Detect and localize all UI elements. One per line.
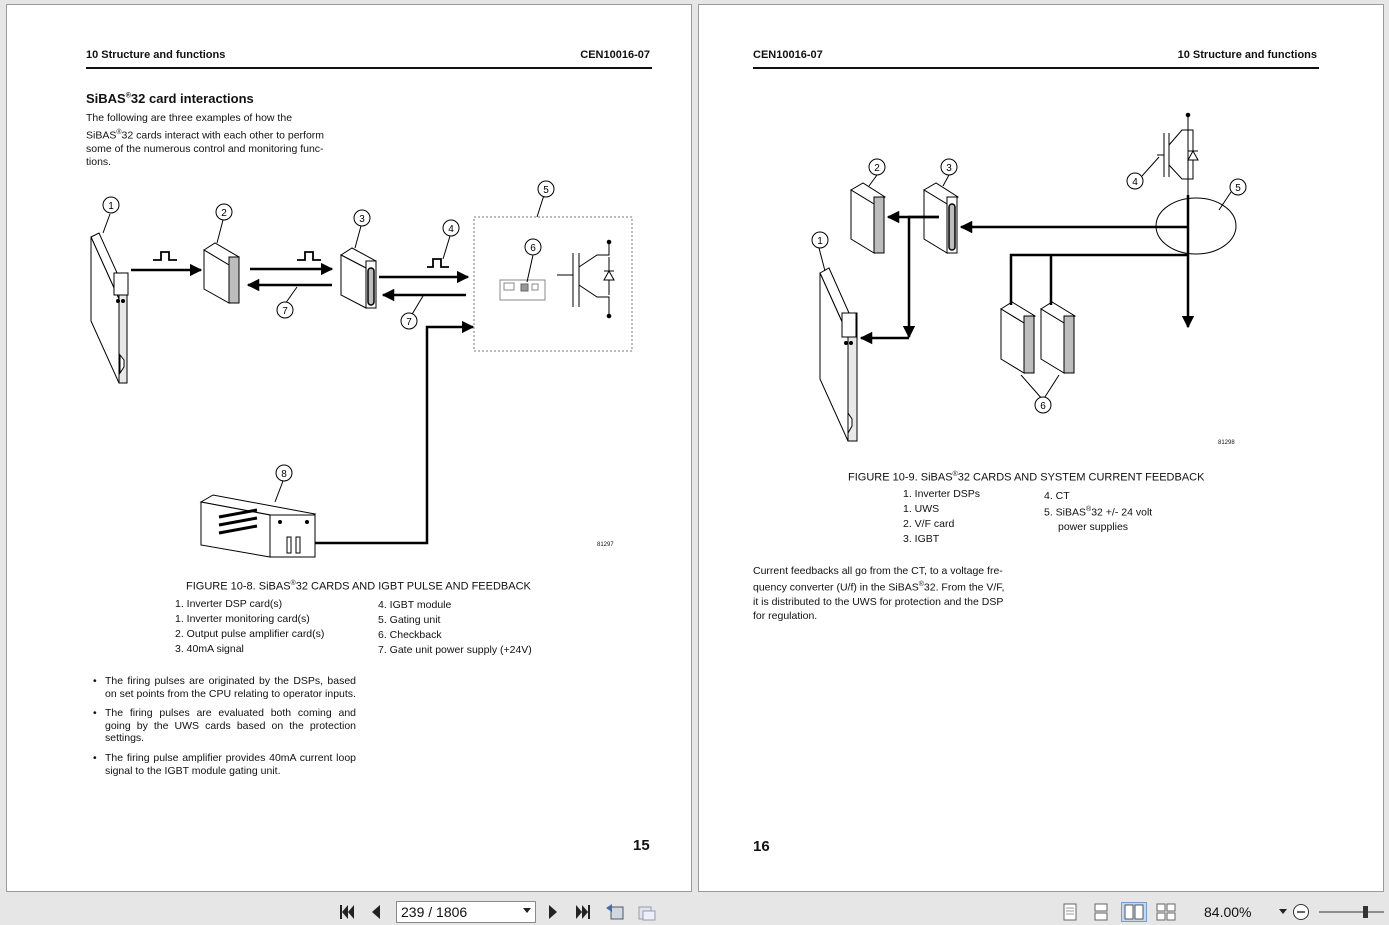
figure-caption: FIGURE 10-9. SiBAS®32 CARDS AND SYSTEM C… xyxy=(848,471,1205,484)
figure-10-8-diagram: 1 2 3 4 5 6 7 7 8 xyxy=(90,180,633,558)
figure-10-9-diagram: 1 2 3 4 5 6 xyxy=(811,112,1247,442)
callout-7a: 7 xyxy=(282,306,288,317)
callout-1: 1 xyxy=(108,201,114,212)
legend-column-1: 1. Inverter DSPs 1. UWS 2. V/F card 3. I… xyxy=(903,488,981,545)
figure-code: 81297 xyxy=(597,542,614,548)
callout-6: 6 xyxy=(530,243,536,254)
previous-view-icon xyxy=(606,904,624,920)
page-number: 15 xyxy=(633,837,650,854)
intro-paragraph: The following are three examples of how … xyxy=(86,112,325,168)
zoom-out-icon xyxy=(1293,904,1309,920)
figure-code: 81298 xyxy=(1218,440,1235,446)
zoom-slider-track xyxy=(1319,906,1384,918)
power-supply-illustration xyxy=(1000,301,1076,374)
continuous-view-button[interactable] xyxy=(1091,902,1111,922)
continuous-page-icon xyxy=(1094,903,1108,921)
zoom-out-button[interactable] xyxy=(1291,902,1311,922)
legend-column-2: 4. IGBT module 5. Gating unit 6. Checkba… xyxy=(378,599,532,656)
dsp-card-illustration xyxy=(90,232,129,384)
callout-2: 2 xyxy=(221,208,227,219)
first-page-button[interactable] xyxy=(336,902,358,922)
previous-view-button[interactable] xyxy=(604,902,626,922)
bullet-item: The firing pulses are evaluated both com… xyxy=(93,707,356,745)
facing-pages-view-button[interactable] xyxy=(1121,902,1147,922)
continuous-facing-view-button[interactable] xyxy=(1155,902,1177,922)
callout-5: 5 xyxy=(543,185,549,196)
continuous-facing-icon xyxy=(1156,903,1176,921)
bullet-item: The firing pulse amplifier provides 40mA… xyxy=(93,752,356,777)
next-view-button[interactable] xyxy=(636,902,658,922)
last-page-button[interactable] xyxy=(572,902,594,922)
zoom-slider-handle xyxy=(1363,906,1368,918)
doc-code-header: CEN10016-07 xyxy=(580,49,650,61)
bullet-list: The firing pulses are originated by the … xyxy=(93,675,356,784)
section-title: SiBAS®32 card interactions xyxy=(86,91,254,106)
next-view-icon xyxy=(638,906,656,921)
page-number-input[interactable]: 239 / 1806 xyxy=(396,901,536,923)
uws-card-illustration xyxy=(203,242,240,304)
callout-5: 5 xyxy=(1235,183,1241,194)
doc-code-header: CEN10016-07 xyxy=(753,49,823,61)
igbt-card-illustration xyxy=(923,182,959,254)
previous-page-icon xyxy=(372,905,380,919)
last-page-icon xyxy=(576,905,590,919)
callout-6: 6 xyxy=(1040,401,1046,412)
pdf-page-right: CEN10016-07 10 Structure and functions xyxy=(698,4,1384,892)
zoom-level[interactable]: 84.00% xyxy=(1204,904,1252,920)
facing-pages-icon xyxy=(1124,904,1144,920)
header-rule xyxy=(753,67,1319,69)
chevron-down-icon[interactable] xyxy=(1279,909,1287,914)
callout-3: 3 xyxy=(946,163,952,174)
next-page-icon xyxy=(549,905,557,919)
gating-unit-box xyxy=(473,216,633,352)
power-supply-illustration xyxy=(199,494,317,558)
legend-column-2: 4. CT 5. SiBAS®32 +/- 24 volt power supp… xyxy=(1044,490,1153,533)
legend-column-1: 1. Inverter DSP card(s) 1. Inverter moni… xyxy=(175,598,325,655)
single-page-view-button[interactable] xyxy=(1060,902,1080,922)
callout-8: 8 xyxy=(281,469,287,480)
figure-caption: FIGURE 10-8. SiBAS®32 CARDS AND IGBT PUL… xyxy=(186,580,531,593)
callout-2: 2 xyxy=(874,163,880,174)
current-feedback-paragraph: Current feedbacks all go from the CT, to… xyxy=(753,565,1005,622)
single-page-icon xyxy=(1063,903,1077,921)
pulse-amplifier-card-illustration xyxy=(340,247,377,309)
next-page-button[interactable] xyxy=(544,902,562,922)
callout-4: 4 xyxy=(1132,177,1138,188)
vf-card-illustration xyxy=(850,182,886,254)
previous-page-button[interactable] xyxy=(367,902,385,922)
bullet-item: The firing pulses are originated by the … xyxy=(93,675,356,700)
page-number: 16 xyxy=(753,838,770,855)
chevron-down-icon[interactable] xyxy=(523,908,531,913)
running-header-right: 10 Structure and functions xyxy=(1177,49,1317,61)
viewer-toolbar: 239 / 1806 84.00% xyxy=(0,898,1389,925)
pdf-page-left: 10 Structure and functions CEN10016-07 S… xyxy=(6,4,692,892)
header-rule xyxy=(86,67,652,69)
zoom-slider[interactable] xyxy=(1318,902,1386,922)
running-header-left: 10 Structure and functions xyxy=(86,49,226,61)
dsp-card-illustration xyxy=(819,267,858,442)
callout-1: 1 xyxy=(817,236,823,247)
callout-3: 3 xyxy=(359,214,365,225)
callout-7b: 7 xyxy=(406,317,412,328)
callout-4: 4 xyxy=(448,224,454,235)
first-page-icon xyxy=(340,905,354,919)
